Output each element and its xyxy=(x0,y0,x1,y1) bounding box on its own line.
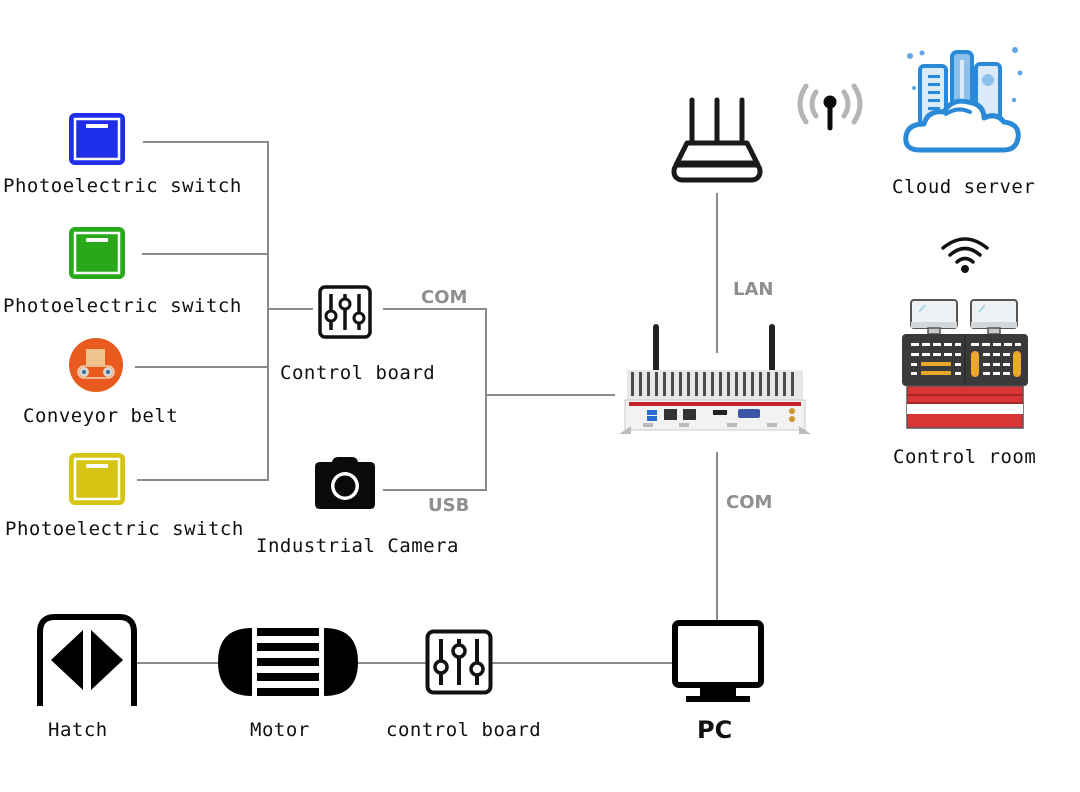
node-label: control board xyxy=(386,719,542,741)
line-conveyor-belt xyxy=(135,366,269,368)
node-label: Control board xyxy=(280,362,436,384)
router-icon xyxy=(671,97,763,183)
node-label: PC xyxy=(697,716,733,744)
node-label: Hatch xyxy=(48,719,108,741)
node-label: Photoelectric switch xyxy=(3,295,242,317)
line-router-lan xyxy=(716,193,718,353)
control-room-icon xyxy=(902,299,1028,429)
right-bus-vertical xyxy=(485,308,487,491)
line-ipc-com-pc xyxy=(716,452,718,624)
connection-label-lan: LAN xyxy=(733,279,774,300)
photoelectric-switch-icon xyxy=(69,113,125,165)
wireless-antenna-icon xyxy=(797,83,863,131)
photoelectric-switch-icon xyxy=(69,453,125,505)
hatch-icon xyxy=(37,614,137,706)
connection-label-com-pc: COM xyxy=(726,492,773,513)
line-photo-switch-1 xyxy=(143,141,269,143)
line-bus-to-control-board xyxy=(267,308,313,310)
wifi-icon xyxy=(941,237,989,273)
line-control-board-pc xyxy=(492,662,674,664)
line-motor-control-board xyxy=(356,662,426,664)
motor-icon xyxy=(218,628,358,696)
cloud-server-icon xyxy=(903,47,1023,153)
node-label: Conveyor belt xyxy=(23,405,179,427)
node-label: Control room xyxy=(893,446,1037,468)
monitor-icon xyxy=(672,620,764,702)
line-bus-to-ipc xyxy=(485,394,615,396)
line-photo-switch-2 xyxy=(142,253,269,255)
conveyor-belt-icon xyxy=(69,338,123,392)
camera-icon xyxy=(315,457,375,509)
sliders-icon xyxy=(425,629,493,695)
connection-label-usb: USB xyxy=(428,495,470,516)
node-label: Motor xyxy=(250,719,310,741)
sliders-icon xyxy=(318,285,372,339)
node-label: Photoelectric switch xyxy=(3,175,242,197)
photoelectric-switch-icon xyxy=(69,227,125,279)
left-bus-vertical xyxy=(267,141,269,481)
node-label: Photoelectric switch xyxy=(5,518,244,540)
connection-label-com-top: COM xyxy=(421,287,468,308)
line-control-board-com xyxy=(383,308,486,310)
fanless-industrial-pc-image xyxy=(619,324,811,434)
line-camera-usb xyxy=(383,489,486,491)
line-photo-switch-3 xyxy=(137,479,269,481)
node-label: Cloud server xyxy=(892,176,1036,198)
node-label: Industrial Camera xyxy=(256,535,459,557)
line-hatch-motor xyxy=(136,662,220,664)
